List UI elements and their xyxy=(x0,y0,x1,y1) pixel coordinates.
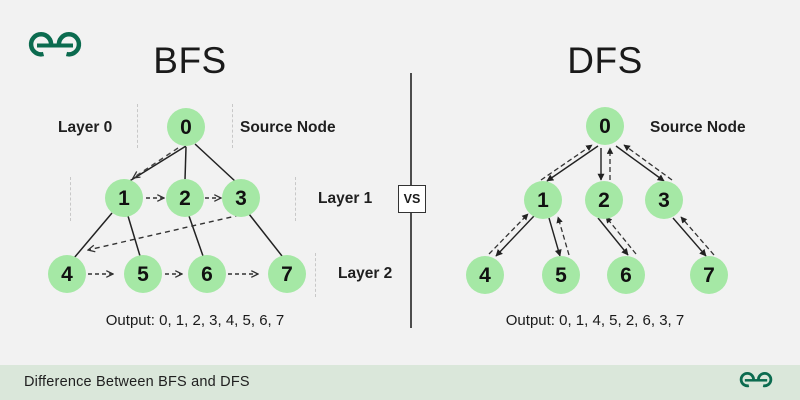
dfs-node-3[interactable]: 3 xyxy=(645,181,683,219)
bfs-source-node-label: Source Node xyxy=(240,119,336,136)
bfs-node-1[interactable]: 1 xyxy=(105,179,143,217)
bfs-node-5[interactable]: 5 xyxy=(124,255,162,293)
vs-badge: VS xyxy=(398,185,426,213)
dfs-node-2[interactable]: 2 xyxy=(585,181,623,219)
bfs-node-3[interactable]: 3 xyxy=(222,179,260,217)
dfs-node-1[interactable]: 1 xyxy=(524,181,562,219)
bfs-output-text: Output: 0, 1, 2, 3, 4, 5, 6, 7 xyxy=(105,312,285,329)
footer-geeksforgeeks-logo-icon xyxy=(738,369,774,391)
bfs-node-6[interactable]: 6 xyxy=(188,255,226,293)
dfs-panel-title: DFS xyxy=(567,40,643,81)
footer-bar xyxy=(0,365,800,400)
dfs-node-0[interactable]: 0 xyxy=(586,107,624,145)
dfs-node-6[interactable]: 6 xyxy=(607,256,645,294)
bfs-layer1-bracket-right xyxy=(295,177,296,221)
bfs-node-7[interactable]: 7 xyxy=(268,255,306,293)
bfs-node-2[interactable]: 2 xyxy=(166,179,204,217)
bfs-layer-0-label: Layer 0 xyxy=(58,119,113,136)
bfs-layer0-bracket-right xyxy=(232,104,233,148)
bfs-layer-1-label: Layer 1 xyxy=(318,190,373,207)
bfs-layer2-bracket-right xyxy=(315,253,316,297)
footer-caption: Difference Between BFS and DFS xyxy=(24,374,250,390)
dfs-node-4[interactable]: 4 xyxy=(466,256,504,294)
bfs-panel-title: BFS xyxy=(153,40,227,81)
bfs-layer1-bracket-left xyxy=(70,177,71,221)
dfs-node-5[interactable]: 5 xyxy=(542,256,580,294)
dfs-output-text: Output: 0, 1, 4, 5, 2, 6, 3, 7 xyxy=(505,312,685,329)
bfs-layer0-bracket-left xyxy=(137,104,138,148)
dfs-node-7[interactable]: 7 xyxy=(690,256,728,294)
dfs-source-node-label: Source Node xyxy=(650,119,746,136)
bfs-layer-2-label: Layer 2 xyxy=(338,265,393,282)
geeksforgeeks-logo-icon xyxy=(26,26,84,64)
bfs-node-0[interactable]: 0 xyxy=(167,108,205,146)
bfs-node-4[interactable]: 4 xyxy=(48,255,86,293)
